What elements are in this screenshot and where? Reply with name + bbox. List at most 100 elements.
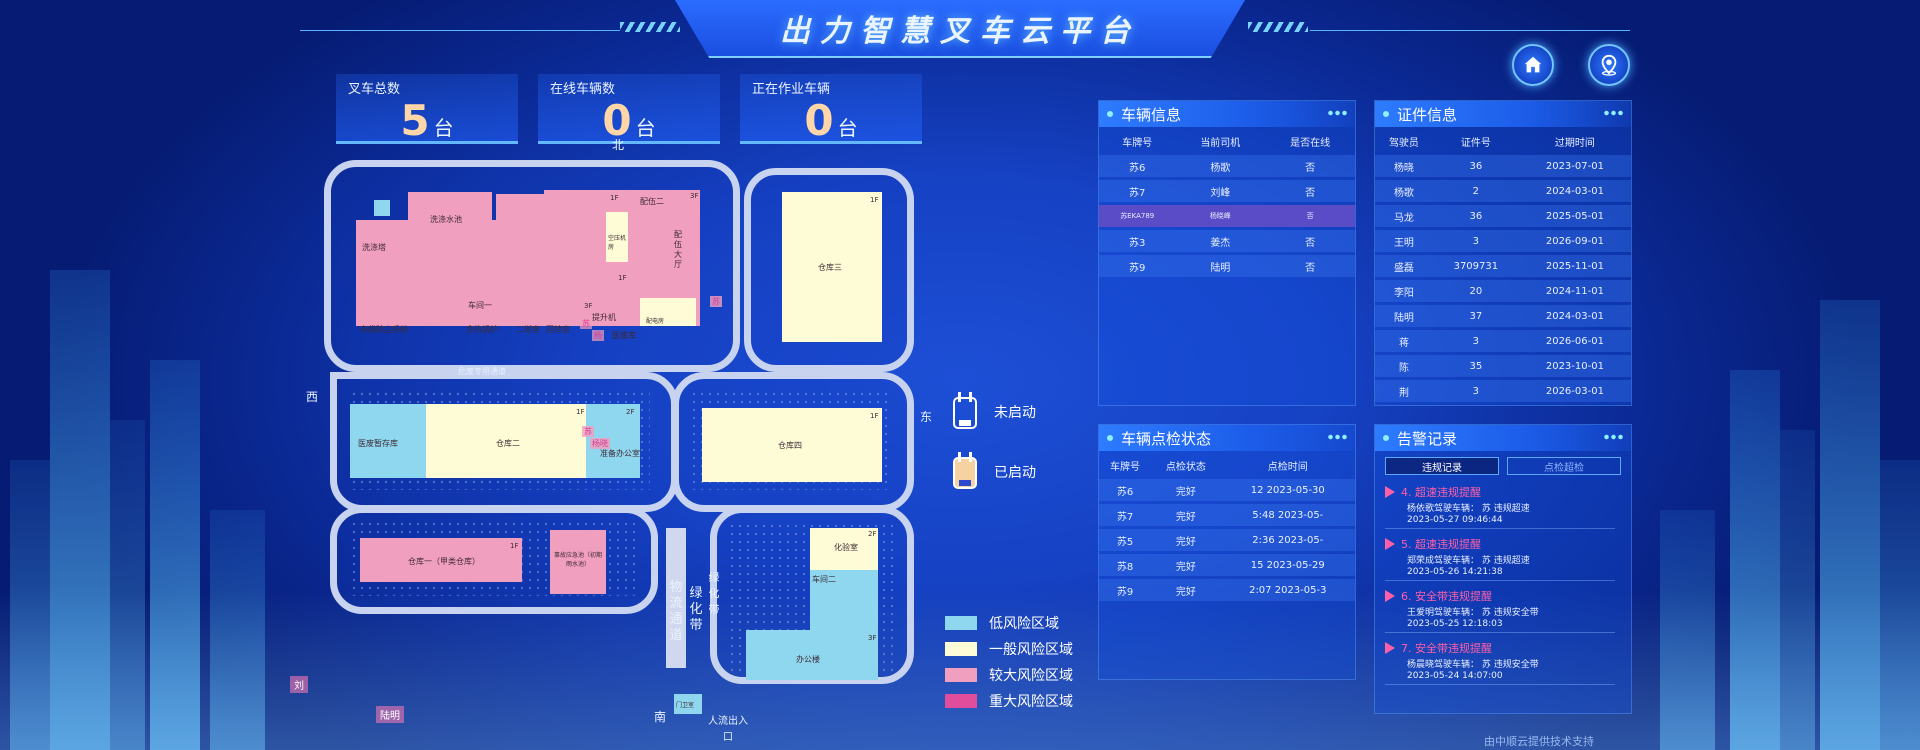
cell: 杨歌 [1375,180,1433,202]
bullet-icon [1107,111,1113,117]
panel-title: 车辆信息 [1121,105,1182,124]
alarm-title: 5. 超速违规提醒 [1401,538,1481,551]
legend-label: 一般风险区域 [989,642,1073,658]
cell: 刘峰 [1175,180,1266,202]
cell: 3 [1432,380,1519,402]
building-warehouse4[interactable] [702,408,882,482]
logistics-channel [666,528,686,668]
label-lab: 化验室 [834,543,858,552]
building-wash-pool[interactable] [408,192,492,222]
site-map[interactable]: 北 西 东 南 洗涤塔 洗涤水池 配伍二 配伍大厅 空压机房 车间一 余热锅炉 … [306,138,940,750]
vehicle-tag[interactable]: 刘 [290,676,308,693]
cell: 完好 [1151,579,1221,601]
tab-inspection-overdue[interactable]: 点检超检 [1507,457,1621,475]
bullet-icon [1107,435,1113,441]
cell: 否 [1265,205,1355,227]
building-small[interactable] [496,194,546,224]
label-logistics: 物流通道 [669,580,683,643]
tab-violation[interactable]: 违规记录 [1385,457,1499,475]
cell: 杨晓峰 [1175,205,1266,227]
building-medical-temp[interactable] [350,404,426,478]
cell: 陈 [1375,355,1433,377]
home-button[interactable] [1512,44,1554,86]
cell: 马龙 [1375,205,1433,227]
alarm-title: 6. 安全带违规提醒 [1401,590,1492,603]
panel-header: 车辆信息 [1099,101,1355,127]
building-workshop2[interactable] [810,570,878,680]
building-air-compressor[interactable] [606,212,628,262]
label-gate: 门卫室 [676,702,695,709]
vehicle-tag[interactable]: 苏 [580,318,592,329]
column-header: 车牌号 [1110,461,1141,473]
compass-south: 南 [654,710,667,724]
cell: 苏6 [1099,479,1152,501]
label-workshop2: 车间二 [812,575,836,584]
floor-label: 1F [870,412,879,420]
building-lab[interactable] [810,528,878,570]
building-wash-tower-top[interactable] [374,200,390,216]
label-warehouse4: 仓库四 [778,441,802,450]
label-workshop1: 车间一 [468,301,492,310]
bullet-icon [1383,111,1389,117]
label-medical-warehouse: 医废库 [612,331,636,340]
legend-item: 较大风险区域 [945,662,1073,688]
building-gate[interactable] [674,694,702,714]
building-office[interactable] [746,630,810,680]
label-warehouse2: 仓库二 [496,439,520,448]
building-warehouse1[interactable] [360,538,522,582]
building-emergency-pool[interactable] [550,530,606,594]
cell: 2024-03-01 [1518,305,1631,327]
building-power-room[interactable] [640,298,696,326]
vehicle-tag[interactable]: 杨晓 [590,438,610,449]
legend-label: 重大风险区域 [989,694,1073,710]
vehicle-tag[interactable]: 杨 [592,330,604,341]
status-label: 未启动 [994,405,1036,421]
vehicle-tag[interactable]: 苏 [710,296,722,307]
label-bag-dust: 布袋除尘系统 [360,325,408,334]
triangle-icon [1385,538,1395,550]
alarm-time: 2023-05-26 14:21:38 [1385,567,1615,581]
title-plate: 出力智慧叉车云平台 [675,0,1245,58]
location-button[interactable] [1588,44,1630,86]
cell: 荆 [1375,380,1433,402]
cell: 李阳 [1375,280,1433,302]
forklift-on-icon [953,452,977,489]
cell: 20 [1432,280,1519,302]
building-warehouse3[interactable] [782,192,882,342]
stat-value: 5 [400,96,430,145]
building-warehouse2[interactable] [426,404,586,478]
cell: 王明 [1375,230,1433,252]
floor-label: 3F [690,192,699,200]
vehicle-tag[interactable]: 苏 [582,426,594,437]
vehicle-tag[interactable]: 陆明 [376,706,404,723]
label-rotary-kiln: 回转窑 [546,325,570,334]
building-workshop1[interactable] [356,220,544,326]
status-started: 已启动 [950,448,1100,496]
